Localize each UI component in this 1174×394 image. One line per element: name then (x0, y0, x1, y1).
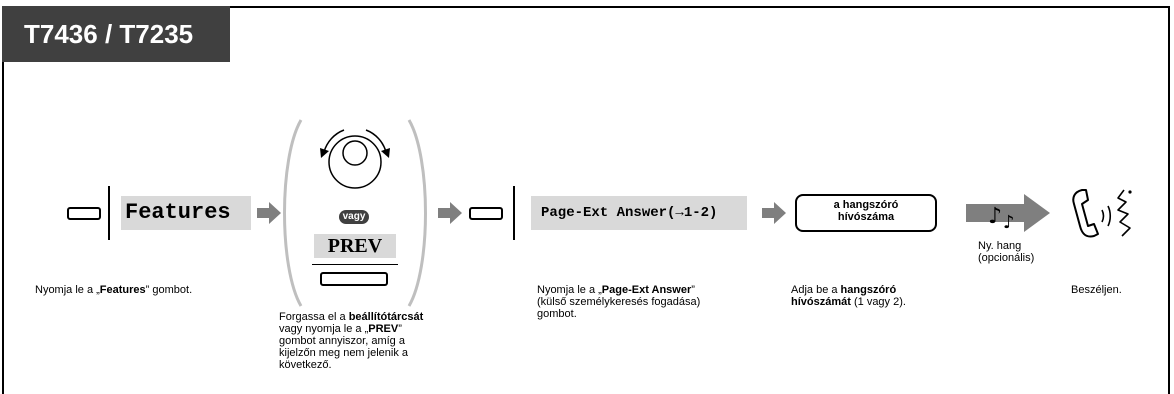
step6-caption: Beszéljen. (1071, 284, 1122, 296)
talk-handset-icon (1072, 189, 1132, 238)
svg-text:♪: ♪ (988, 204, 1002, 229)
tone-label: Ny. hang(opcionális) (978, 240, 1035, 264)
arrow-icon (438, 202, 462, 224)
jog-dial-icon (320, 129, 390, 189)
feature-button-icon (67, 207, 101, 220)
arrow-icon (762, 202, 786, 224)
model-title: T7436 / T7235 (2, 6, 230, 62)
page-frame (2, 6, 1170, 394)
step1-caption: Nyomja le a „Features” gombot. (35, 284, 193, 296)
page-ext-answer-display: Page-Ext Answer(→1-2) (531, 196, 747, 230)
divider-line (513, 186, 515, 240)
or-badge: vagy (339, 210, 369, 224)
group-bracket-icon (283, 119, 427, 307)
features-display: Features (121, 196, 251, 230)
svg-text:♪: ♪ (1003, 212, 1015, 233)
separator-line (312, 264, 398, 265)
feature-button-icon (469, 207, 503, 220)
step3-caption: Nyomja le a „Page-Ext Answer” (külső sze… (537, 284, 701, 320)
divider-line (108, 186, 110, 240)
step4-caption: Adja be a hangszóró hívószámát (1 vagy 2… (791, 284, 906, 308)
step2-caption: Forgassa el a beállítótárcsát vagy nyomj… (279, 311, 424, 371)
tone-arrow-icon: ♪ ♪ (966, 194, 1050, 233)
arrow-icon (257, 202, 281, 224)
prev-display: PREV (314, 234, 396, 258)
prev-button-icon (320, 272, 388, 286)
